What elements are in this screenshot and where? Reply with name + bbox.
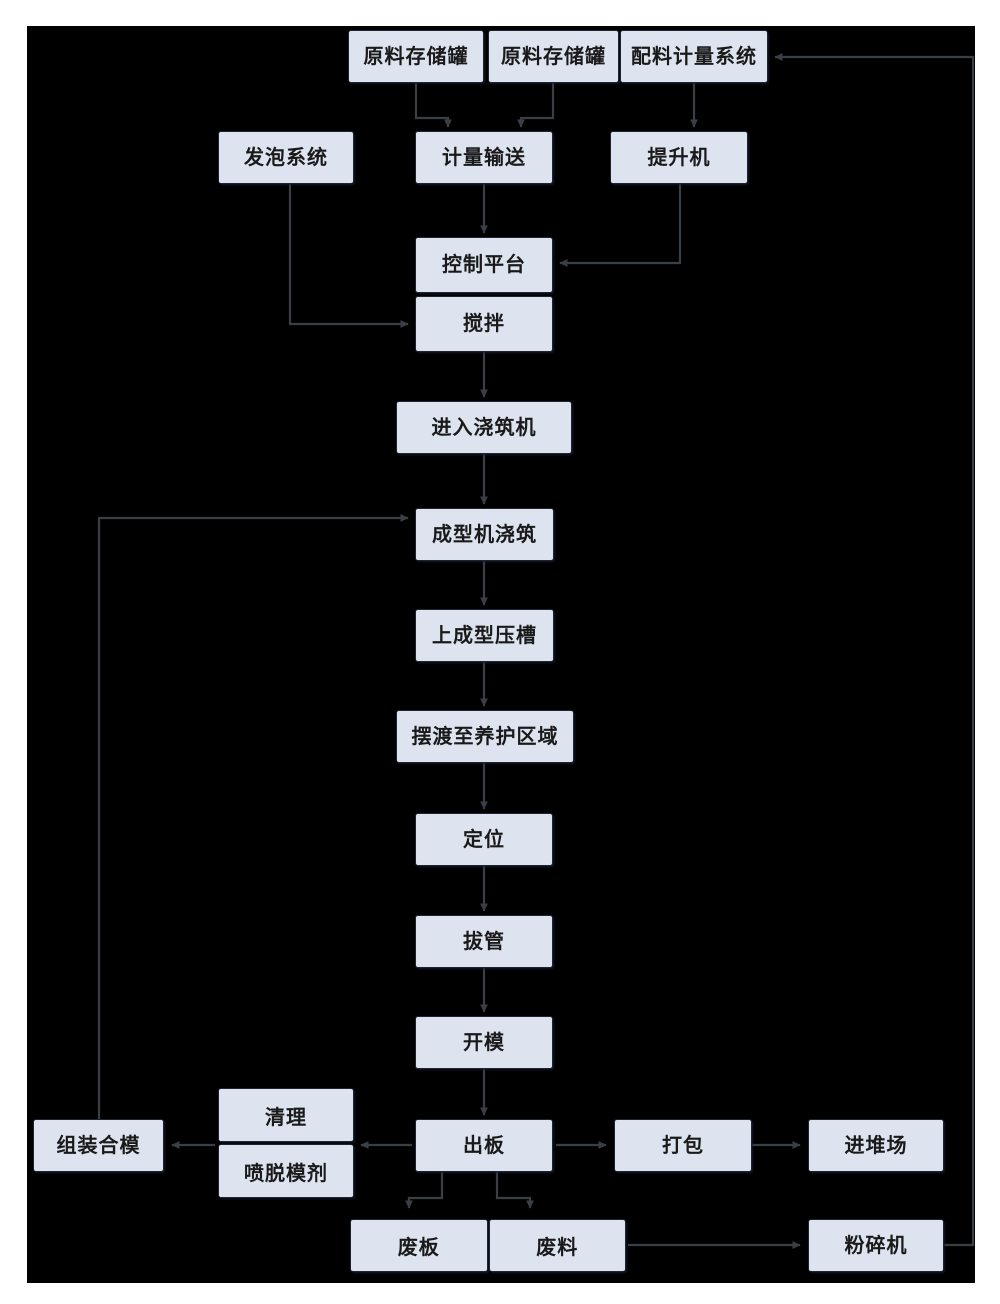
node-upper-forming-press-slot[interactable]: 上成型压槽 (415, 609, 554, 662)
node-cleaning[interactable]: 清理 (218, 1088, 354, 1142)
node-hoist[interactable]: 提升机 (610, 131, 748, 184)
edge-foam-to-mixing (288, 184, 409, 328)
node-crusher[interactable]: 粉碎机 (808, 1219, 944, 1272)
node-ferry-to-curing-area[interactable]: 摆渡至养护区域 (396, 710, 574, 763)
node-waste-group: 废板 废料 (350, 1219, 626, 1272)
edge-raw-tank-1-to-metering (414, 83, 452, 128)
node-enter-casting-machine[interactable]: 进入浇筑机 (396, 401, 572, 454)
edge-raw-tank-2-to-metering (517, 83, 555, 128)
node-control-platform[interactable]: 控制平台 (415, 237, 553, 293)
node-raw-tank-1[interactable]: 原料存储罐 (348, 30, 484, 83)
node-spray-release-agent[interactable]: 喷脱模剂 (218, 1144, 354, 1198)
node-mold-opening[interactable]: 开模 (415, 1016, 553, 1069)
edge-out-board-to-waste-mat (495, 1172, 534, 1209)
node-dosing-system[interactable]: 配料计量系统 (620, 30, 768, 83)
node-foaming-system[interactable]: 发泡系统 (218, 131, 354, 184)
node-positioning[interactable]: 定位 (415, 813, 553, 866)
node-mixing[interactable]: 搅拌 (415, 296, 553, 352)
edge-assemble-to-mold-cast (97, 514, 409, 1119)
node-packing[interactable]: 打包 (614, 1119, 752, 1172)
node-board-output[interactable]: 出板 (415, 1119, 553, 1172)
flowchart-canvas: 原料存储罐 原料存储罐 配料计量系统 发泡系统 计量输送 提升机 控制平台 搅拌… (27, 26, 975, 1283)
node-waste-material[interactable]: 废料 (488, 1219, 626, 1272)
node-waste-board[interactable]: 废板 (350, 1219, 488, 1272)
edge-crusher-to-dosing (774, 53, 975, 1247)
node-assemble-mold[interactable]: 组装合模 (33, 1119, 164, 1172)
node-stockyard[interactable]: 进堆场 (808, 1119, 944, 1172)
node-pipe-pulling[interactable]: 拔管 (415, 915, 553, 968)
node-clean-release-group: 清理 喷脱模剂 (218, 1088, 354, 1198)
edge-hoist-to-control (559, 184, 682, 267)
node-forming-machine-casting[interactable]: 成型机浇筑 (415, 508, 554, 561)
node-metering-conveying[interactable]: 计量输送 (415, 131, 553, 184)
edge-out-board-to-waste-board (405, 1172, 444, 1209)
node-raw-tank-2[interactable]: 原料存储罐 (488, 30, 619, 83)
